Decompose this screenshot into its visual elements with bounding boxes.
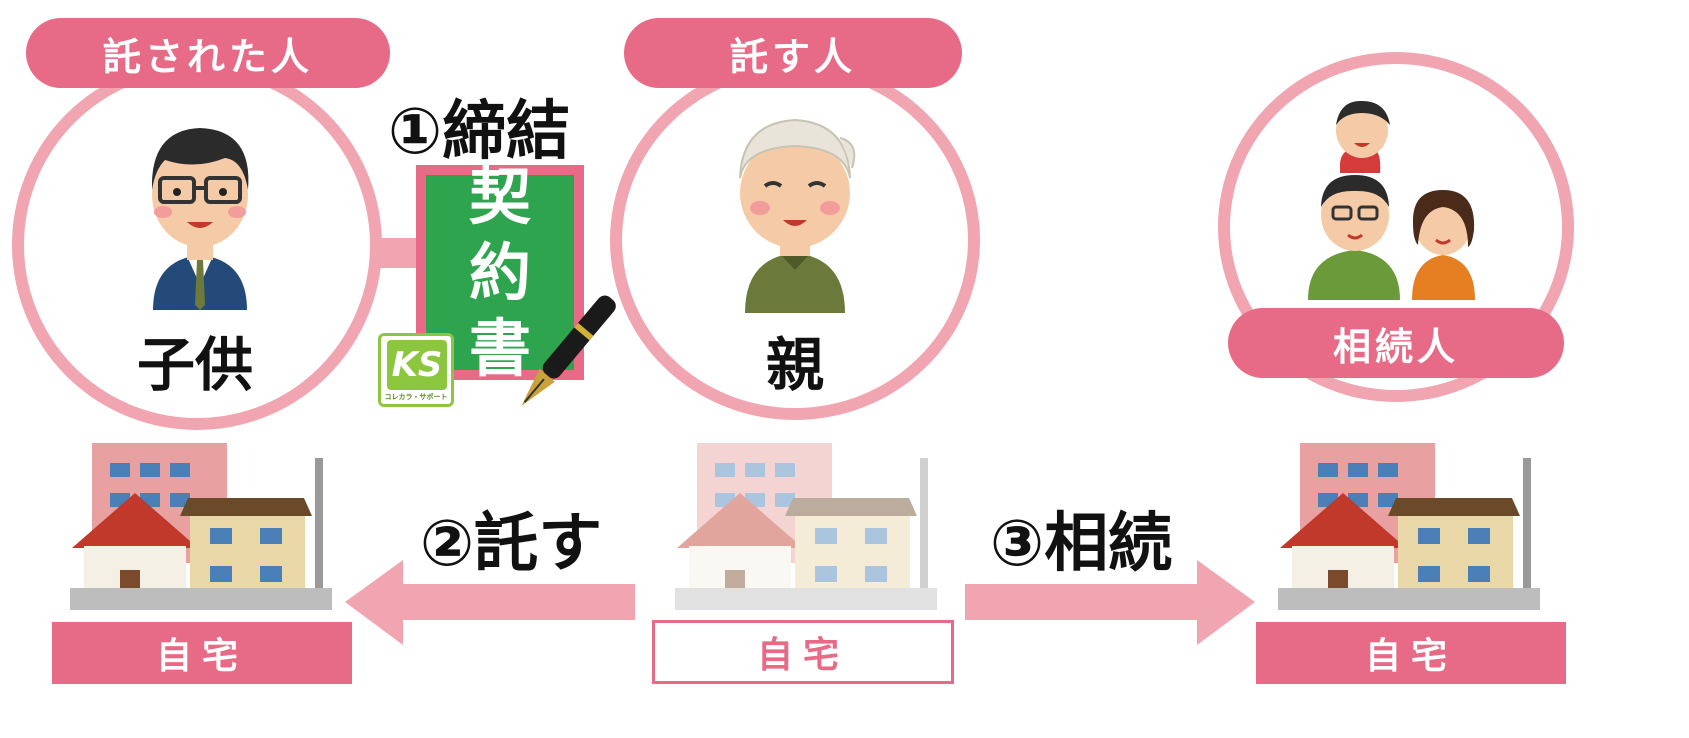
- house-icon: [675, 443, 937, 610]
- contract-document: 契 約 書: [416, 160, 584, 385]
- heir-role-badge: 相続人: [1228, 308, 1564, 378]
- family-icon: [1308, 100, 1475, 300]
- home-label-left: 自宅: [52, 622, 352, 684]
- house-icon: [1278, 443, 1540, 610]
- logo-mark: KS: [391, 345, 443, 385]
- step1-label: ①締結: [388, 95, 571, 169]
- contract-char-2: 約: [468, 235, 531, 309]
- home-label-right: 自宅: [1256, 622, 1566, 684]
- grandfather-icon: [739, 118, 856, 313]
- house-icon: [70, 443, 332, 610]
- company-logo: KS コレカラ・サポート: [378, 333, 454, 407]
- parent-label: 親: [765, 331, 824, 399]
- home-label-center: 自宅: [652, 620, 954, 684]
- contract-char-1: 契: [468, 159, 531, 233]
- child-label: 子供: [136, 331, 253, 399]
- step2-label: ②託す: [420, 507, 603, 581]
- arrow-left-icon: [345, 560, 635, 645]
- arrow-right-icon: [965, 560, 1255, 645]
- contract-char-3: 書: [468, 311, 531, 385]
- logo-caption: コレカラ・サポート: [384, 393, 448, 401]
- step3-label: ③相続: [990, 507, 1173, 581]
- businessman-icon: [151, 128, 249, 310]
- fountain-pen-icon: [521, 295, 616, 406]
- settlor-role-badge: 託す人: [624, 18, 962, 88]
- trustee-role-badge: 託された人: [26, 18, 390, 88]
